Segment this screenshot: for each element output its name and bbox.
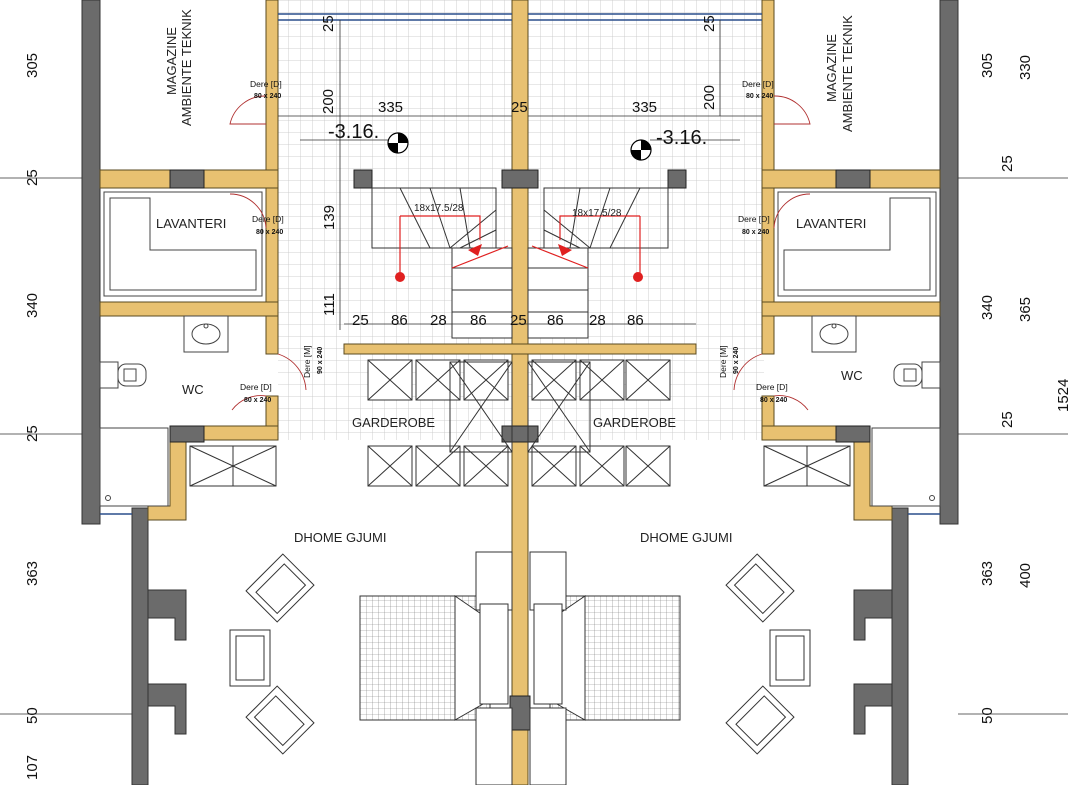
dim-left-25b: 25 [24, 425, 41, 442]
svg-text:Dere [M]: Dere [M] [718, 345, 728, 378]
room-wc-left: WC [182, 382, 204, 397]
dim-left-305: 305 [24, 53, 41, 78]
dim-right-25a: 25 [999, 155, 1016, 172]
svg-text:80 x 240: 80 x 240 [244, 397, 271, 404]
dim-right-400: 400 [1017, 563, 1034, 588]
svg-text:Dere [D]: Dere [D] [240, 382, 272, 392]
wc-fixtures [99, 315, 941, 507]
dim-111: 111 [321, 293, 338, 316]
dim-right-363: 363 [979, 561, 996, 586]
stair-markers [395, 244, 643, 282]
room-wc-right: WC [841, 368, 863, 383]
stair-label-left: 18x17.5/28 [414, 203, 464, 214]
svg-text:80 x 240: 80 x 240 [760, 397, 787, 404]
dim-mid-25: 25 [511, 99, 528, 116]
columns [169, 169, 871, 731]
beds [359, 551, 681, 785]
dim-right-305: 305 [979, 53, 996, 78]
dim-top-200-r: 200 [701, 85, 718, 110]
dim-h86c: 86 [547, 312, 564, 329]
level-left: -3.16. [328, 121, 379, 143]
door-label-5: Dere [D] 80 x 240 [240, 382, 272, 404]
svg-text:80 x 240: 80 x 240 [742, 229, 769, 236]
level-markers [387, 132, 652, 161]
room-dhome-left: DHOME GJUMI [294, 530, 386, 545]
dim-right-340: 340 [979, 295, 996, 320]
dim-h86b: 86 [470, 312, 487, 329]
dim-h86d: 86 [627, 312, 644, 329]
stairs [371, 187, 669, 339]
lavanteri-counters [103, 191, 937, 297]
dim-left-50: 50 [24, 707, 41, 724]
room-ambiente-right: AMBIENTE TEKNIK [840, 15, 855, 132]
svg-text:90 x 240: 90 x 240 [317, 347, 324, 374]
svg-text:Dere [M]: Dere [M] [302, 345, 312, 378]
room-lavanteri-left: LAVANTERI [156, 216, 226, 231]
svg-text:80 x 240: 80 x 240 [256, 229, 283, 236]
svg-text:80 x 240: 80 x 240 [746, 93, 773, 100]
room-garderobe-right: GARDEROBE [593, 415, 676, 430]
dim-top-200-l: 200 [320, 89, 337, 114]
door-label-6: Dere [D] 80 x 240 [756, 382, 788, 404]
room-lavanteri-right: LAVANTERI [796, 216, 866, 231]
stair-arrows [399, 215, 641, 276]
svg-text:90 x 240: 90 x 240 [733, 347, 740, 374]
dim-top-25-l: 25 [320, 15, 337, 32]
door-label-m2: Dere [M] 90 x 240 [718, 345, 740, 378]
dim-left-107: 107 [24, 755, 41, 780]
dim-left-340: 340 [24, 293, 41, 318]
dim-top-335-l: 335 [378, 99, 403, 116]
dim-h28a: 28 [430, 312, 447, 329]
outer-walls [81, 0, 959, 785]
svg-text:Dere [D]: Dere [D] [742, 79, 774, 89]
svg-text:80 x 240: 80 x 240 [254, 93, 281, 100]
room-ambiente-left: AMBIENTE TEKNIK [179, 9, 194, 126]
svg-text:Dere [D]: Dere [D] [756, 382, 788, 392]
dim-right-50: 50 [979, 707, 996, 724]
door-label-2: Dere [D] 80 x 240 [742, 79, 774, 100]
door-label-1: Dere [D] 80 x 240 [250, 79, 282, 100]
dim-139: 139 [321, 205, 338, 230]
room-dhome-right: DHOME GJUMI [640, 530, 732, 545]
room-magazine-right: MAGAZINE [824, 34, 839, 102]
svg-text:Dere [D]: Dere [D] [738, 214, 770, 224]
dim-top-25-r: 25 [701, 15, 718, 32]
dimension-lines [0, 20, 1068, 715]
top-window [100, 13, 940, 515]
stair-label-right: 18x17.5/28 [572, 208, 622, 219]
dim-h25a: 25 [352, 312, 369, 329]
dim-left-25a: 25 [24, 169, 41, 186]
interior-walls [99, 0, 941, 785]
dim-right-365: 365 [1017, 297, 1034, 322]
room-garderobe-left: GARDEROBE [352, 415, 435, 430]
dim-top-335-r: 335 [632, 99, 657, 116]
dim-right-330: 330 [1017, 55, 1034, 80]
svg-text:Dere [D]: Dere [D] [250, 79, 282, 89]
armchairs [229, 553, 811, 755]
level-right: -3.16. [656, 127, 707, 149]
dim-right-1524: 1524 [1055, 379, 1068, 412]
door-label-m1: Dere [M] 90 x 240 [302, 345, 324, 378]
dim-h28b: 28 [589, 312, 606, 329]
room-magazine-left: MAGAZINE [164, 27, 179, 95]
wardrobes [189, 359, 851, 487]
dim-h86a: 86 [391, 312, 408, 329]
dim-right-25b: 25 [999, 411, 1016, 428]
svg-text:Dere [D]: Dere [D] [252, 214, 284, 224]
door-swings [229, 95, 811, 411]
door-label-3: Dere [D] 80 x 240 [252, 214, 284, 236]
door-label-4: Dere [D] 80 x 240 [738, 214, 770, 236]
dim-h25b: 25 [510, 312, 527, 329]
dim-left-363: 363 [24, 561, 41, 586]
